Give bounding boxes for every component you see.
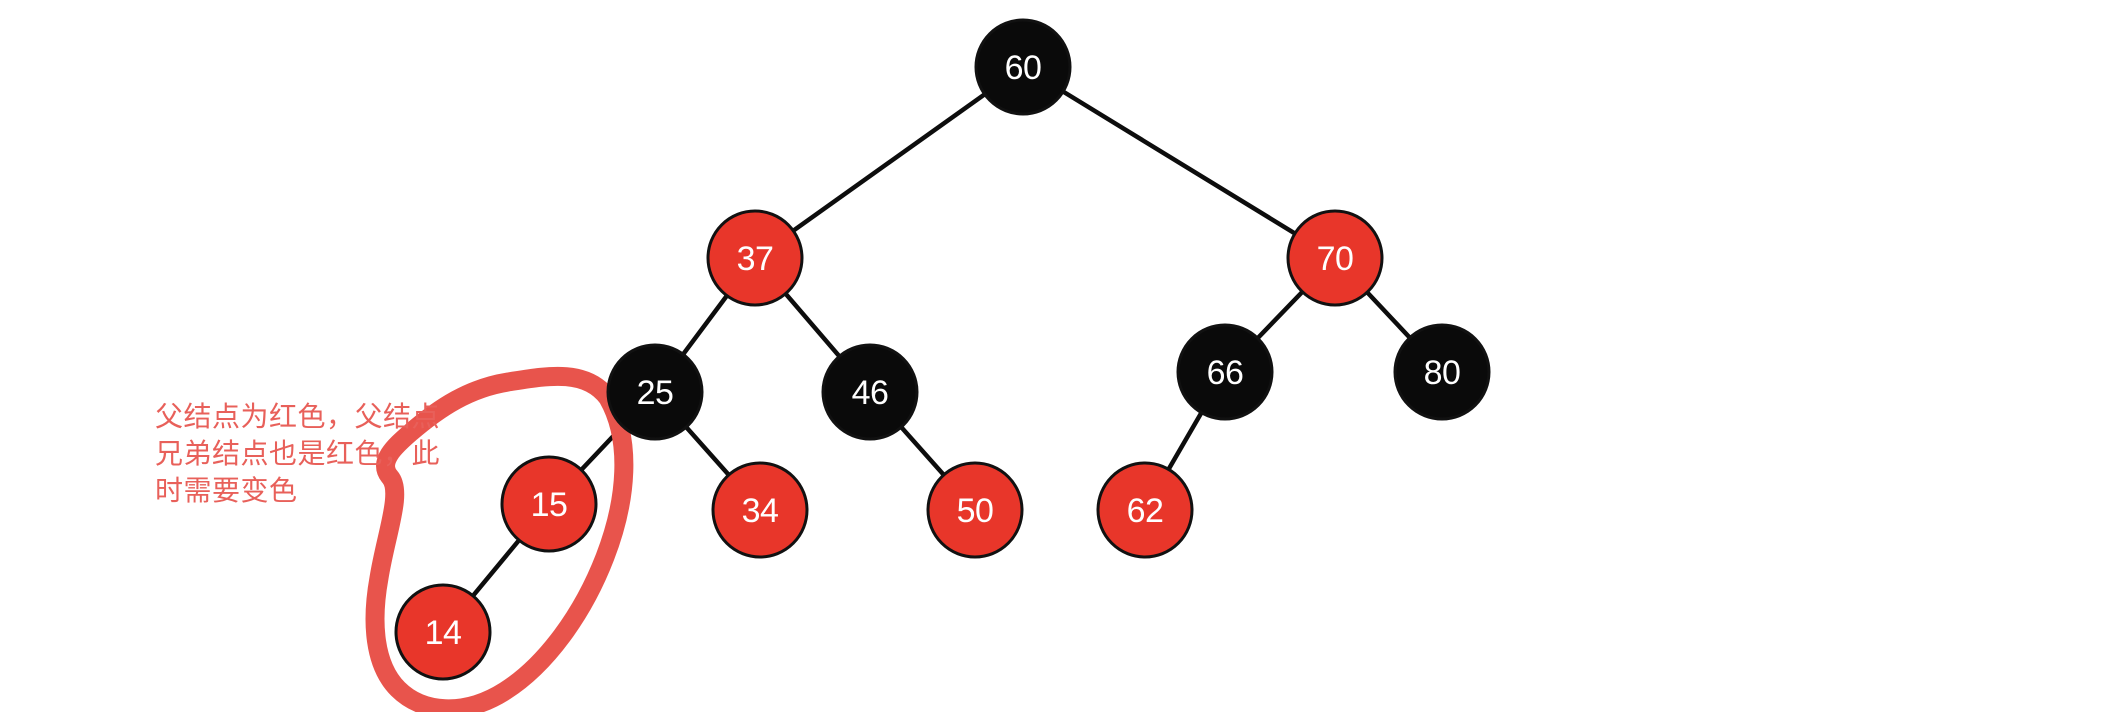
tree-node-46[interactable]: 46 xyxy=(821,343,919,441)
tree-node-50[interactable]: 50 xyxy=(926,461,1024,559)
node-label-62: 62 xyxy=(1127,492,1164,530)
node-label-80: 80 xyxy=(1424,354,1461,392)
hand-drawn-highlight-ellipse xyxy=(365,366,634,712)
node-label-66: 66 xyxy=(1207,354,1244,392)
node-label-37: 37 xyxy=(737,240,774,278)
node-label-70: 70 xyxy=(1317,240,1354,278)
node-label-60: 60 xyxy=(1005,49,1042,87)
node-label-34: 34 xyxy=(742,492,779,530)
node-circle-66 xyxy=(1176,323,1274,421)
tree-node-25[interactable]: 25 xyxy=(606,343,704,441)
tree-edge-layer xyxy=(440,64,1445,635)
annotation-note: 父结点为红色，父结点 兄弟结点也是红色，此 时需要变色 xyxy=(155,401,441,506)
node-circle-70 xyxy=(1286,209,1384,307)
tree-node-60[interactable]: 60 xyxy=(974,18,1072,116)
node-circle-80 xyxy=(1393,323,1491,421)
tree-node-34[interactable]: 34 xyxy=(711,461,809,559)
tree-node-80[interactable]: 80 xyxy=(1393,323,1491,421)
annotation-highlight-layer xyxy=(365,366,634,712)
node-label-50: 50 xyxy=(957,492,994,530)
node-label-25: 25 xyxy=(637,374,674,412)
node-label-15: 15 xyxy=(531,486,568,524)
tree-node-70[interactable]: 70 xyxy=(1286,209,1384,307)
tree-node-layer: 60 37 70 25 46 66 80 15 34 50 62 14 xyxy=(394,18,1491,681)
node-circle-37 xyxy=(706,209,804,307)
node-circle-14 xyxy=(394,583,492,681)
tree-node-15[interactable]: 15 xyxy=(500,455,598,553)
tree-edge-60-70 xyxy=(1020,64,1338,261)
tree-node-66[interactable]: 66 xyxy=(1176,323,1274,421)
node-label-14: 14 xyxy=(425,614,462,652)
tree-node-37[interactable]: 37 xyxy=(706,209,804,307)
tree-node-62[interactable]: 62 xyxy=(1096,461,1194,559)
node-circle-60 xyxy=(974,18,1072,116)
tree-node-14[interactable]: 14 xyxy=(394,583,492,681)
node-label-46: 46 xyxy=(852,374,889,412)
node-circle-46 xyxy=(821,343,919,441)
node-circle-50 xyxy=(926,461,1024,559)
node-circle-15 xyxy=(500,455,598,553)
node-circle-34 xyxy=(711,461,809,559)
node-circle-62 xyxy=(1096,461,1194,559)
node-circle-25 xyxy=(606,343,704,441)
tree-edge-60-37 xyxy=(752,64,1026,261)
